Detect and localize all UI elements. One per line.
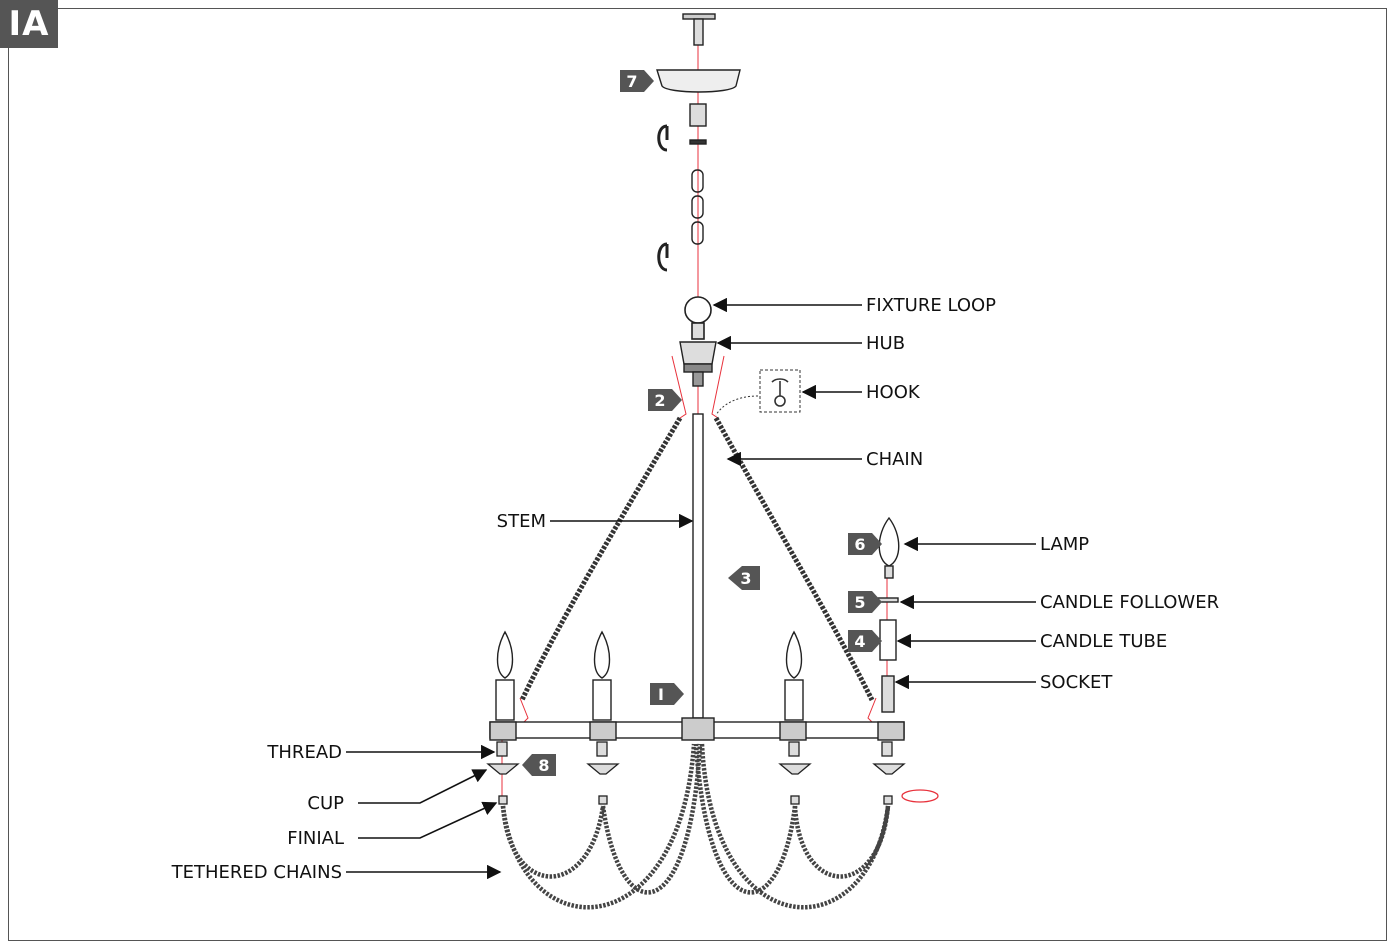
figure-frame — [8, 8, 1387, 941]
label-candle-follower: CANDLE FOLLOWER — [1040, 592, 1219, 613]
svg-text:8: 8 — [538, 756, 549, 775]
callout-lines — [346, 297, 1036, 880]
label-candle-tube: CANDLE TUBE — [1040, 631, 1167, 652]
step-tag-8: 8 — [522, 754, 556, 776]
part-labels: FIXTURE LOOP HUB HOOK CHAIN STEM LAMP CA… — [171, 295, 1219, 883]
step-tag-3: 3 — [728, 566, 760, 590]
label-hub: HUB — [866, 333, 905, 354]
step-tag-5: 5 — [848, 591, 882, 613]
canopy-assembly — [656, 13, 741, 272]
threads-cups-finials — [486, 741, 906, 805]
step-tag-2: 2 — [648, 389, 682, 411]
label-socket: SOCKET — [1040, 672, 1113, 693]
label-hook: HOOK — [866, 382, 921, 403]
rotate-indicator — [901, 789, 939, 803]
svg-text:4: 4 — [854, 632, 865, 651]
arm-bar — [489, 717, 905, 741]
hook-detail — [715, 369, 801, 416]
label-finial: FINIAL — [287, 828, 344, 849]
step-tag-4: 4 — [848, 630, 882, 652]
label-fixture-loop: FIXTURE LOOP — [866, 295, 996, 316]
label-stem: STEM — [497, 511, 546, 532]
svg-text:6: 6 — [854, 535, 865, 554]
figure-id-tab: IA — [0, 0, 58, 48]
step-tags: I 2 3 4 5 6 7 8 — [522, 70, 882, 776]
exploded-candle — [877, 516, 900, 713]
step-tag-6: 6 — [848, 533, 882, 555]
step-tag-1: I — [650, 683, 684, 705]
svg-text:3: 3 — [740, 569, 751, 588]
label-tethered-chains: TETHERED CHAINS — [171, 862, 342, 883]
svg-text:2: 2 — [654, 391, 665, 410]
hub — [679, 341, 717, 387]
label-lamp: LAMP — [1040, 534, 1089, 555]
svg-text:7: 7 — [626, 72, 637, 91]
svg-text:5: 5 — [854, 593, 865, 612]
label-cup: CUP — [307, 793, 344, 814]
stem — [692, 413, 704, 719]
tethered-chains — [500, 743, 891, 910]
label-chain: CHAIN — [866, 449, 923, 470]
label-thread: THREAD — [266, 742, 342, 763]
svg-text:I: I — [658, 685, 664, 704]
candles — [495, 630, 804, 721]
fixture-loop — [684, 296, 712, 340]
step-tag-7: 7 — [620, 70, 654, 92]
